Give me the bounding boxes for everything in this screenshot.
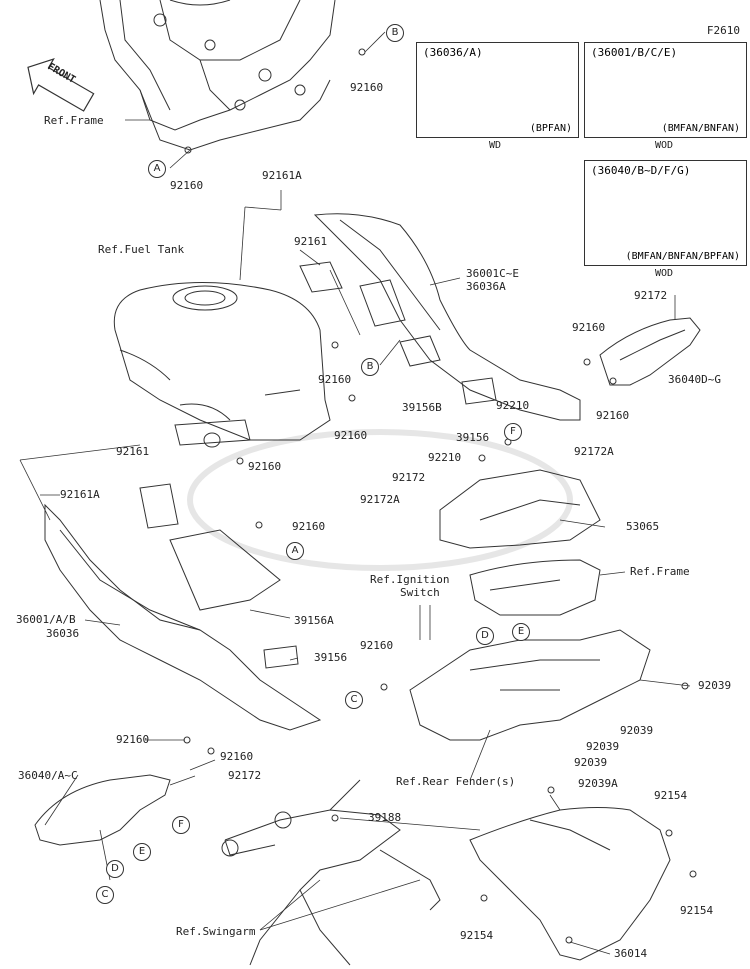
inset-caption: WD: [489, 140, 502, 151]
part-92160: 92160: [292, 520, 326, 533]
seat-cowl-right: [599, 317, 701, 386]
part-36001-a-b: 36001/A/B: [16, 613, 76, 626]
part-92172a: 92172A: [574, 445, 614, 458]
part-92172: 92172: [228, 769, 262, 782]
fuel-tank: [113, 282, 331, 448]
inset-variant: (BMFAN/BNFAN/BPFAN): [625, 251, 740, 262]
part-53065: 53065: [626, 520, 660, 533]
part-92154: 92154: [460, 929, 494, 942]
part-92172: 92172: [634, 289, 668, 302]
part-39156: 39156: [314, 651, 348, 664]
inset-variant-2: (36001/B/C/E) (BMFAN/BNFAN): [584, 42, 747, 138]
rear-fender: [409, 629, 651, 741]
ref-frame-mid: Ref.Frame: [630, 565, 690, 578]
callout-f: F: [504, 423, 522, 441]
part-39156b: 39156B: [402, 401, 442, 414]
inset-part-number: (36001/B/C/E): [591, 46, 678, 59]
part-92160: 92160: [318, 373, 352, 386]
part-92161a: 92161A: [262, 169, 302, 182]
part-92039: 92039: [586, 740, 620, 753]
part-92039: 92039: [620, 724, 654, 737]
part-92210: 92210: [496, 399, 530, 412]
stickers: [139, 261, 497, 669]
part-92172: 92172: [392, 471, 426, 484]
swingarm: [221, 779, 441, 966]
part-92160: 92160: [170, 179, 204, 192]
part-92039: 92039: [698, 679, 732, 692]
part-92160: 92160: [350, 81, 384, 94]
part-39156: 39156: [456, 431, 490, 444]
part-92160: 92160: [596, 409, 630, 422]
watermark: [187, 429, 573, 571]
part-92160: 92160: [572, 321, 606, 334]
part-92039: 92039: [574, 756, 608, 769]
part-36014: 36014: [614, 947, 648, 960]
callout-b: B: [386, 24, 404, 42]
inset-part-number: (36040/B~D/F/G): [591, 164, 691, 177]
ref-swingarm: Ref.Swingarm: [176, 925, 256, 938]
inset-variant-1: (36036/A) (BPFAN): [416, 42, 579, 138]
inset-variant: (BMFAN/BNFAN): [661, 123, 740, 134]
tail-cover: [439, 469, 601, 616]
part-39188: 39188: [368, 811, 402, 824]
fasteners: [183, 48, 697, 944]
callout-e: E: [512, 623, 530, 641]
rear-mudguard: [469, 807, 671, 961]
ref-rear-fender: Ref.Rear Fender(s): [396, 775, 516, 788]
part-92160: 92160: [116, 733, 150, 746]
ref-ignition-switch: Ref.Ignition: [370, 573, 450, 586]
side-cover-upper: [313, 213, 581, 421]
inset-caption: WOD: [655, 268, 674, 279]
part-39156a: 39156A: [294, 614, 334, 627]
lower-cowl: [34, 774, 171, 846]
callout-b: B: [361, 358, 379, 376]
inset-part-number: (36036/A): [423, 46, 483, 59]
part-92160: 92160: [220, 750, 254, 763]
frame-top: [99, 0, 336, 151]
part-92154: 92154: [654, 789, 688, 802]
part-92160: 92160: [334, 429, 368, 442]
part-92154: 92154: [680, 904, 714, 917]
ref-ignition-switch-2: Switch: [400, 586, 440, 599]
part-92210: 92210: [428, 451, 462, 464]
figure-code: F2610: [706, 24, 740, 37]
part-92161: 92161: [116, 445, 150, 458]
leader-lines: [19, 31, 691, 955]
inset-variant-3: (36040/B~D/F/G) (BMFAN/BNFAN/BPFAN): [584, 160, 747, 266]
part-92161: 92161: [294, 235, 328, 248]
callout-c: C: [96, 886, 114, 904]
part-92160: 92160: [248, 460, 282, 473]
part-92039a: 92039A: [578, 777, 618, 790]
part-36036a: 36036A: [466, 280, 506, 293]
callout-a: A: [286, 542, 304, 560]
inset-variant: (BPFAN): [529, 123, 572, 134]
inset-caption: WOD: [655, 140, 674, 151]
callout-e: E: [133, 843, 151, 861]
part-36040d-g: 36040D~G: [668, 373, 721, 386]
ref-frame-top: Ref.Frame: [44, 114, 104, 127]
part-36001c-e: 36001C~E: [466, 267, 519, 280]
part-36036: 36036: [46, 627, 80, 640]
callout-d: D: [106, 860, 124, 878]
side-cover-lower: [44, 503, 322, 731]
part-92172a: 92172A: [360, 493, 400, 506]
part-36040-a-c: 36040/A~C: [18, 769, 78, 782]
part-92160: 92160: [360, 639, 394, 652]
callout-d: D: [476, 627, 494, 645]
part-92161a: 92161A: [60, 488, 100, 501]
callout-c: C: [345, 691, 363, 709]
callout-f: F: [172, 816, 190, 834]
callout-a: A: [148, 160, 166, 178]
ref-fuel-tank: Ref.Fuel Tank: [98, 243, 185, 256]
front-arrow: [27, 57, 95, 112]
